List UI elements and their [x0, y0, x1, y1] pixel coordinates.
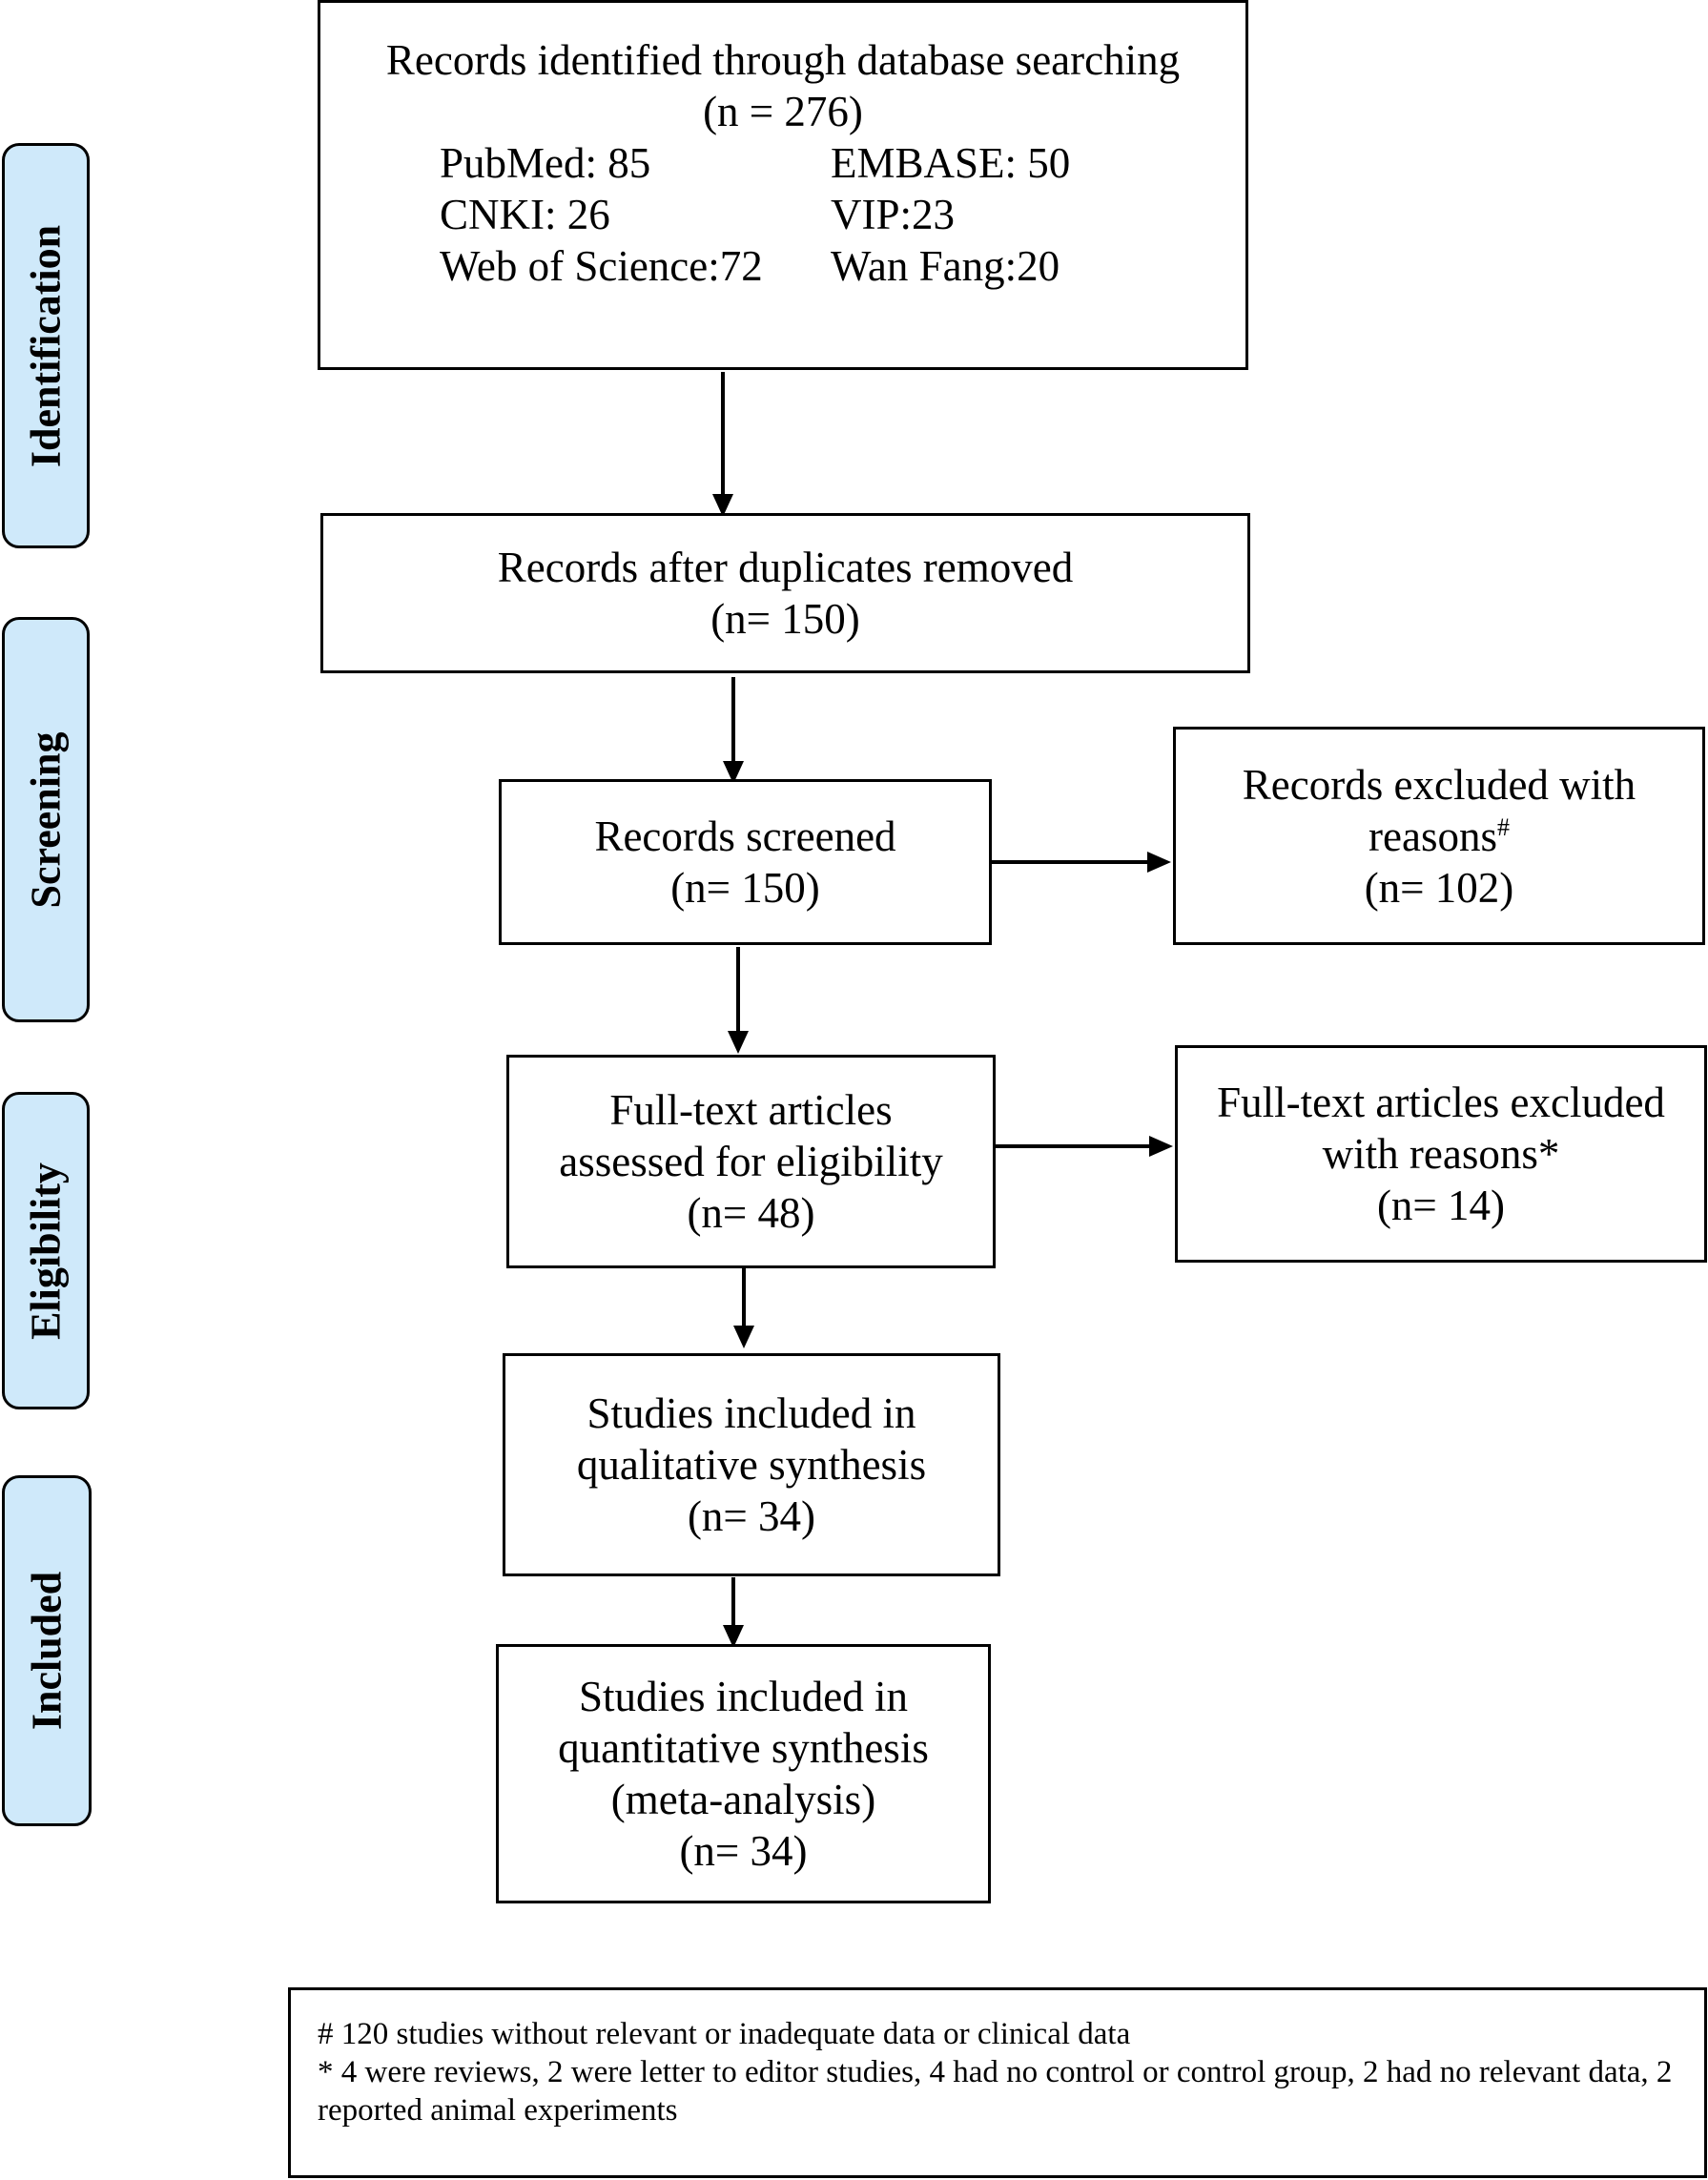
- quantitative-line3: (meta-analysis): [610, 1776, 876, 1823]
- quantitative-box: Studies included in quantitative synthes…: [496, 1644, 991, 1903]
- stage-identification: Identification: [2, 143, 90, 548]
- database-list: PubMed: 85 EMBASE: 50 CNKI: 26 VIP:23 We…: [440, 137, 1098, 292]
- stage-screening: Screening: [2, 617, 90, 1022]
- source-vip: VIP:23: [831, 191, 956, 238]
- excluded-fulltext-count: (n= 14): [1376, 1182, 1506, 1229]
- identified-box: Records identified through database sear…: [318, 0, 1248, 370]
- qualitative-count: (n= 34): [687, 1492, 816, 1540]
- fulltext-box: Full-text articles assessed for eligibil…: [506, 1055, 996, 1268]
- excluded-screen-line2: reasons#: [1368, 812, 1510, 860]
- fulltext-line2: assessed for eligibility: [559, 1138, 943, 1185]
- source-cnki: CNKI: 26: [440, 191, 610, 238]
- identified-count: (n = 276): [703, 88, 863, 135]
- excluded-fulltext-box: Full-text articles excluded with reasons…: [1175, 1045, 1707, 1263]
- qualitative-line2: qualitative synthesis: [576, 1441, 927, 1489]
- qualitative-box: Studies included in qualitative synthesi…: [503, 1353, 1000, 1576]
- excluded-screen-box: Records excluded with reasons# (n= 102): [1173, 727, 1705, 945]
- hash-footnote-mark: #: [1496, 812, 1510, 841]
- stage-eligibility: Eligibility: [2, 1092, 90, 1409]
- identified-title: Records identified through database sear…: [385, 36, 1181, 84]
- screened-count: (n= 150): [670, 864, 820, 912]
- excluded-fulltext-line2: with reasons*: [1322, 1130, 1560, 1178]
- excluded-screen-line1: Records excluded with: [1242, 760, 1636, 809]
- fulltext-line1: Full-text articles: [609, 1086, 893, 1134]
- quantitative-count: (n= 34): [679, 1827, 808, 1875]
- quantitative-line1: Studies included in: [579, 1673, 908, 1720]
- deduplicated-box: Records after duplicates removed (n= 150…: [320, 513, 1250, 673]
- source-embase: EMBASE: 50: [831, 139, 1071, 187]
- excluded-fulltext-line1: Full-text articles excluded: [1217, 1079, 1665, 1126]
- excluded-screen-count: (n= 102): [1364, 863, 1514, 912]
- footnote-star: * 4 were reviews, 2 were letter to edito…: [318, 2055, 1673, 2128]
- quantitative-line2: quantitative synthesis: [558, 1724, 929, 1772]
- source-wos: Web of Science:72: [440, 242, 763, 290]
- footnote-hash: # 120 studies without relevant or inadeq…: [318, 2017, 1131, 2051]
- screened-title: Records screened: [594, 812, 896, 860]
- fulltext-count: (n= 48): [687, 1189, 815, 1237]
- source-pubmed: PubMed: 85: [440, 139, 651, 187]
- footnotes-box: # 120 studies without relevant or inadeq…: [288, 1987, 1707, 2178]
- source-wanfang: Wan Fang:20: [831, 242, 1060, 290]
- screened-box: Records screened (n= 150): [499, 779, 992, 945]
- stage-included: Included: [2, 1475, 92, 1826]
- deduplicated-count: (n= 150): [710, 595, 860, 643]
- qualitative-line1: Studies included in: [586, 1389, 916, 1437]
- deduplicated-title: Records after duplicates removed: [497, 544, 1074, 591]
